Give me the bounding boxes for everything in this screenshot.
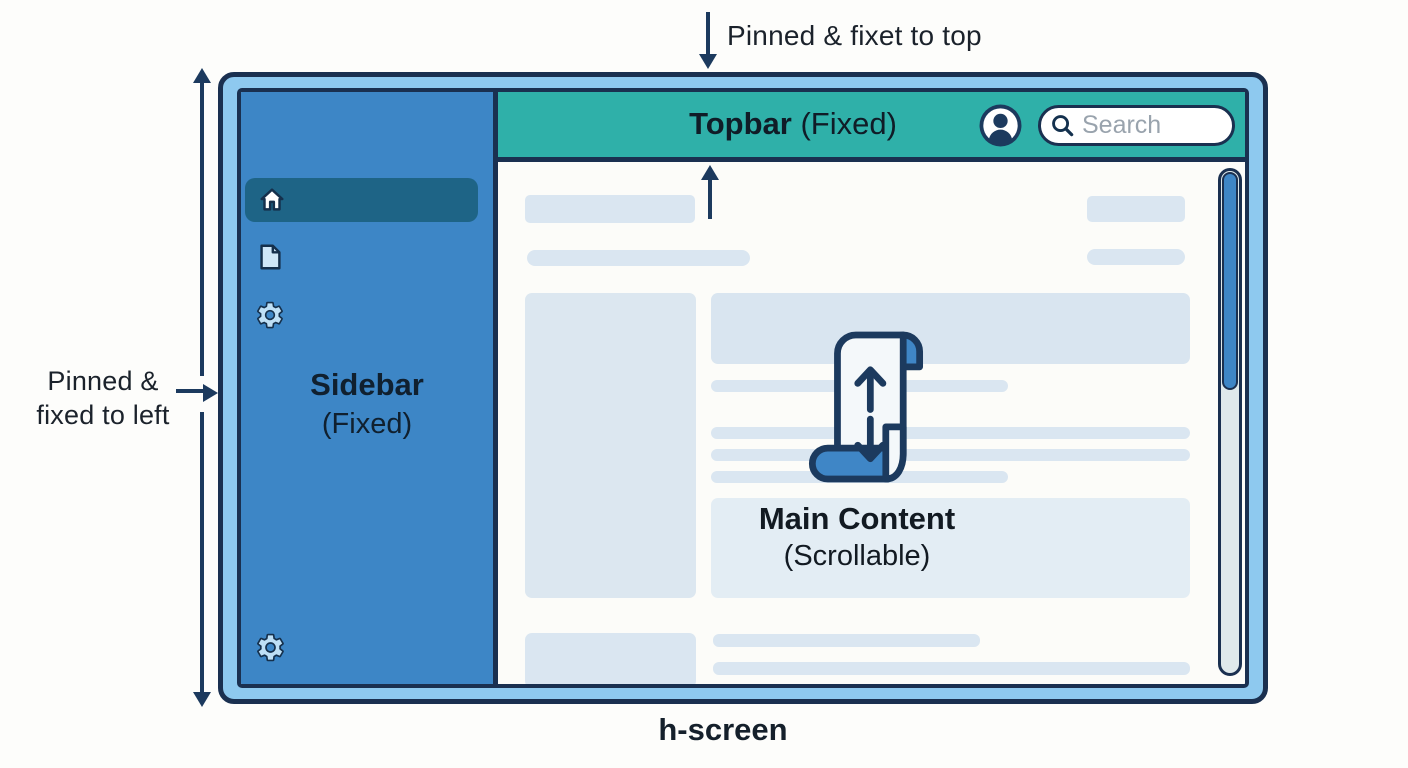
main-content-area: Main Content (Scrollable) bbox=[498, 162, 1245, 684]
scroll-icon bbox=[809, 331, 924, 483]
search-icon bbox=[1052, 115, 1074, 137]
topbar: Topbar (Fixed) bbox=[498, 92, 1245, 162]
placeholder-line bbox=[711, 427, 1190, 439]
placeholder-line bbox=[713, 662, 1190, 675]
left-arrow-head bbox=[203, 384, 218, 402]
scroll-arrows bbox=[854, 366, 887, 463]
left-annotation-line1: Pinned & bbox=[47, 366, 159, 396]
topbar-pointer-arrow-head bbox=[701, 165, 719, 180]
placeholder-line bbox=[713, 634, 980, 647]
sidebar-item-home[interactable] bbox=[245, 178, 478, 222]
top-arrow-stem bbox=[706, 12, 710, 56]
scrollbar-track[interactable] bbox=[1218, 168, 1242, 676]
placeholder-card-wide bbox=[711, 498, 1190, 598]
sidebar-item-settings-bottom[interactable] bbox=[255, 632, 286, 663]
placeholder-card-tall bbox=[525, 293, 696, 598]
placeholder-line bbox=[527, 250, 750, 266]
document-icon bbox=[260, 244, 281, 270]
sidebar-label: Sidebar (Fixed) bbox=[241, 364, 493, 443]
top-arrow-head bbox=[699, 54, 717, 69]
app-window: Sidebar (Fixed) Topbar (Fixed) bbox=[237, 88, 1249, 688]
height-arrow-head-top bbox=[193, 68, 211, 83]
sidebar-item-settings[interactable] bbox=[255, 300, 285, 330]
sidebar-item-documents[interactable] bbox=[255, 242, 285, 272]
placeholder-line bbox=[1087, 249, 1185, 265]
topbar-title-paren: (Fixed) bbox=[791, 106, 897, 141]
placeholder-card-wide bbox=[711, 293, 1190, 364]
topbar-pointer-arrow-stem bbox=[708, 177, 712, 219]
main-content-label: Main Content (Scrollable) bbox=[711, 500, 1003, 575]
top-annotation-label: Pinned & fixet to top bbox=[727, 20, 982, 51]
left-annotation-label: Pinned & fixed to left bbox=[14, 364, 192, 432]
placeholder-card bbox=[525, 633, 696, 684]
placeholder-block bbox=[525, 195, 695, 223]
search-box[interactable] bbox=[1038, 105, 1235, 146]
sidebar-subtitle: (Fixed) bbox=[321, 408, 413, 440]
placeholder-line bbox=[711, 449, 1190, 461]
scrollbar-thumb[interactable] bbox=[1221, 172, 1238, 390]
gear-icon bbox=[257, 633, 284, 662]
left-arrow-stem bbox=[176, 389, 206, 393]
bottom-annotation-label: h-screen bbox=[658, 712, 788, 747]
placeholder-block bbox=[1087, 196, 1185, 222]
main-content-subtitle: (Scrollable) bbox=[783, 540, 931, 572]
user-avatar-icon[interactable] bbox=[978, 103, 1023, 148]
height-arrow-head-bottom bbox=[193, 692, 211, 707]
topbar-title-bold: Topbar bbox=[689, 106, 792, 141]
left-annotation-line2: fixed to left bbox=[36, 400, 170, 430]
search-input[interactable] bbox=[1082, 111, 1202, 140]
window-right-column: Topbar (Fixed) bbox=[498, 92, 1245, 684]
topbar-title: Topbar (Fixed) bbox=[593, 106, 993, 142]
main-content-title: Main Content bbox=[758, 501, 956, 536]
gear-icon bbox=[257, 301, 283, 329]
home-icon bbox=[260, 188, 284, 211]
sidebar: Sidebar (Fixed) bbox=[241, 92, 498, 684]
sidebar-title: Sidebar bbox=[310, 367, 424, 402]
